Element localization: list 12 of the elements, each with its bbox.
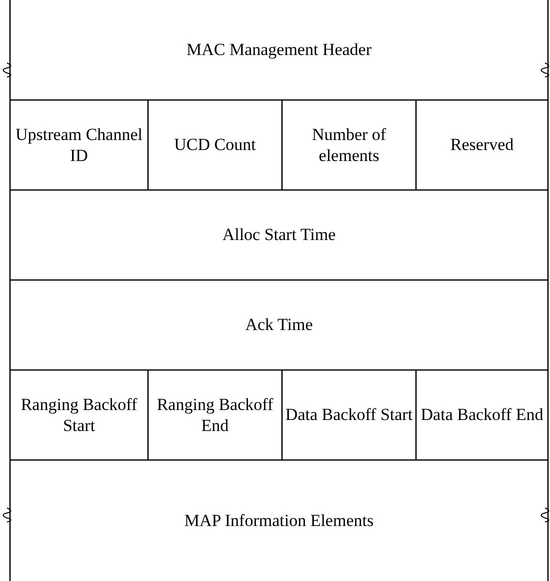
packet-field: Data Backoff Start xyxy=(282,370,416,460)
packet-field: UCD Count xyxy=(148,100,282,190)
packet-field: Ack Time xyxy=(10,280,548,370)
packet-field: Ranging Backoff End xyxy=(148,370,282,460)
packet-field: Upstream Channel ID xyxy=(10,100,148,190)
packet-field: MAP Information Elements xyxy=(10,460,548,581)
packet-field: MAC Management Header xyxy=(10,0,548,100)
packet-field: Reserved xyxy=(416,100,548,190)
packet-field: Data Backoff End xyxy=(416,370,548,460)
packet-field: Alloc Start Time xyxy=(10,190,548,280)
packet-field: Ranging Backoff Start xyxy=(10,370,148,460)
packet-field: Number of elements xyxy=(282,100,416,190)
